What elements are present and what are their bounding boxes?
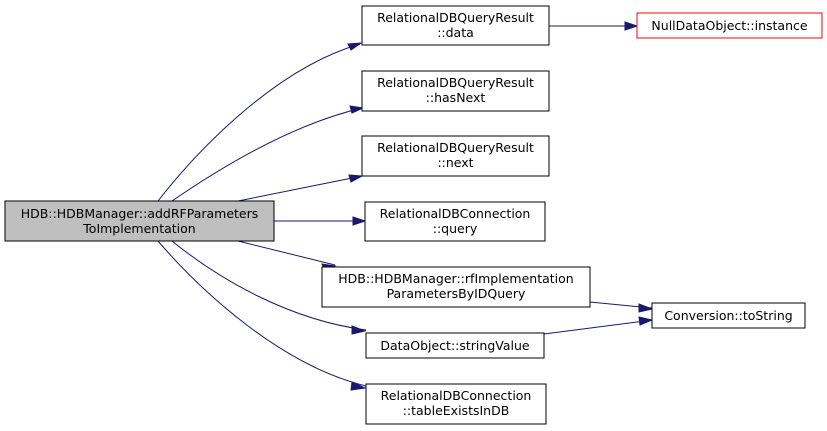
node-label-line-1: HDB::HDBManager::rfImplementation xyxy=(338,271,573,286)
edge-root-to-query xyxy=(274,216,367,226)
node-label-line-2: ::query xyxy=(433,221,478,236)
node-label-line-1: RelationalDBConnection xyxy=(380,206,531,221)
node-label-line-1: Conversion::toString xyxy=(664,308,792,323)
node-label-line-1: RelationalDBQueryResult xyxy=(377,10,534,25)
node-relational-db-connection-table-exists-in-db[interactable]: RelationalDBConnection ::tableExistsInDB xyxy=(365,383,547,425)
node-label-line-1: HDB::HDBManager::addRFParameters xyxy=(21,206,259,221)
node-label-line-1: RelationalDBConnection xyxy=(381,388,532,403)
node-label-line-2: ::data xyxy=(437,25,474,40)
edge-data-to-null-instance xyxy=(549,21,639,31)
node-relational-db-query-result-next[interactable]: RelationalDBQueryResult ::next xyxy=(361,135,550,177)
edge-root-to-table-exists xyxy=(157,240,367,391)
edge-root-to-next xyxy=(237,174,364,202)
node-relational-db-connection-query[interactable]: RelationalDBConnection ::query xyxy=(364,201,546,242)
node-add-rf-parameters-to-implementation[interactable]: HDB::HDBManager::addRFParameters ToImple… xyxy=(4,200,275,242)
edge-rf-query-to-to-string xyxy=(589,301,654,313)
node-data-object-string-value[interactable]: DataObject::stringValue xyxy=(365,332,545,359)
node-relational-db-query-result-data[interactable]: RelationalDBQueryResult ::data xyxy=(361,5,550,46)
node-label-line-1: RelationalDBQueryResult xyxy=(377,140,534,155)
edge-string-value-to-to-string xyxy=(543,316,654,335)
node-label-line-1: NullDataObject::instance xyxy=(651,18,807,33)
node-label-line-2: ParametersByIDQuery xyxy=(387,286,526,301)
node-label-line-2: ToImplementation xyxy=(82,221,195,236)
node-label-line-1: DataObject::stringValue xyxy=(380,338,529,353)
node-relational-db-query-result-has-next[interactable]: RelationalDBQueryResult ::hasNext xyxy=(361,70,550,112)
node-conversion-to-string[interactable]: Conversion::toString xyxy=(651,302,806,329)
node-null-data-object-instance[interactable]: NullDataObject::instance xyxy=(636,12,823,39)
node-label-line-2: ::tableExistsInDB xyxy=(403,403,510,418)
edge-root-to-data xyxy=(157,42,363,202)
node-label-line-2: ::hasNext xyxy=(426,90,486,105)
edge-root-to-has-next xyxy=(171,105,365,202)
node-rf-implementation-parameters-by-id-query[interactable]: HDB::HDBManager::rfImplementation Parame… xyxy=(321,266,591,308)
edge-root-to-string-value xyxy=(171,240,367,335)
node-label-line-2: ::next xyxy=(437,155,473,170)
node-label-line-1: RelationalDBQueryResult xyxy=(377,75,534,90)
edge-root-to-rf-query xyxy=(237,240,337,272)
